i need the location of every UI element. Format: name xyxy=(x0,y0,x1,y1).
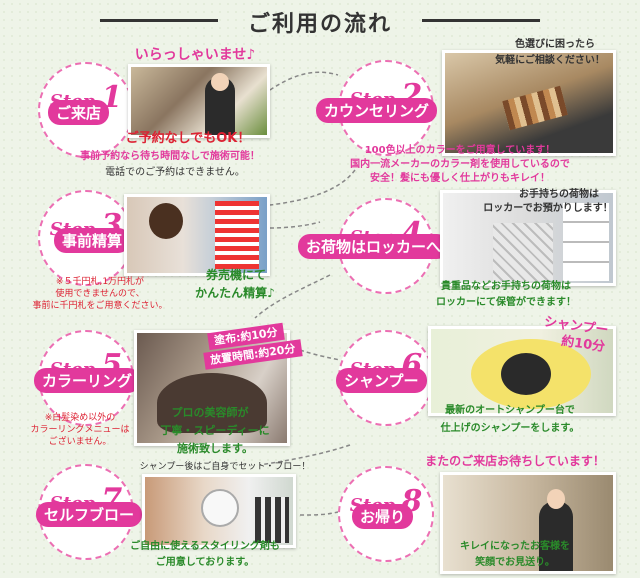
s3-note1: ※５千円札,1万円札が xyxy=(55,277,145,287)
s3-caption2: かんたん精算♪ xyxy=(195,286,275,300)
step6-name: シャンプー xyxy=(336,368,427,393)
step4-name: お荷物はロッカーへ xyxy=(298,234,450,259)
s2-line2: 国内一流メーカーのカラー剤を使用しているので xyxy=(350,159,570,170)
s4-line1: 貴重品などお手持ちの荷物は xyxy=(441,281,571,292)
colored-hair xyxy=(157,373,267,433)
s4-bubble1: お手持ちの荷物は xyxy=(519,189,599,200)
s7-photo xyxy=(142,474,296,548)
locker-grid xyxy=(563,203,609,281)
s2-bubble2: 気軽にご相談ください！ xyxy=(495,55,605,66)
s2-photo xyxy=(442,50,616,156)
s6-line1: 最新のオートシャンプー台で xyxy=(445,405,575,416)
s1-line3: 電話でのご予約はできません。 xyxy=(105,167,245,178)
page-title: ご利用の流れ xyxy=(247,12,392,37)
s7-line1: ご自由に使えるスタイリング剤も xyxy=(130,541,280,552)
s5-caption2: 丁寧・スピーディーに xyxy=(160,424,270,437)
s3-note3: 事前に千円札をご用意ください。 xyxy=(32,301,168,311)
s2-line1: 100色以上のカラーをご用意しています！ xyxy=(364,145,556,156)
s2-bubble1: 色選びに困ったら xyxy=(515,39,595,50)
s6-photo xyxy=(428,326,616,416)
title-line-left xyxy=(100,19,218,22)
s8-photo xyxy=(440,472,616,574)
s8-line1: キレイになったお客様を xyxy=(460,541,570,552)
ticket-machine xyxy=(215,201,259,269)
styling-bottles xyxy=(255,497,289,543)
s7-top: シャンプー後はご自身でセット・ブロー！ xyxy=(139,462,311,472)
s5-note1: ※白髪染め以外の xyxy=(44,413,116,423)
s5-note2: カラーリングメニューは xyxy=(30,425,130,435)
s6-line2: 仕上げのシャンプーをします。 xyxy=(440,423,580,434)
arrow-1-2 xyxy=(269,71,339,91)
s1-heading: いらっしゃいませ♪ xyxy=(134,47,256,63)
step2-name: カウンセリング xyxy=(316,98,438,123)
step8-name: お帰り xyxy=(352,504,414,529)
step7-name: セルフブロー xyxy=(36,502,143,527)
step5-name: カラーリング xyxy=(34,368,141,393)
arrow-3-4 xyxy=(269,221,321,229)
s4-photo xyxy=(440,190,616,286)
step1-name: ご来店 xyxy=(48,100,110,125)
s3-note2: 使用できませんので、 xyxy=(55,289,145,299)
s7-line2: ご用意しております。 xyxy=(155,557,255,568)
s5-photo xyxy=(134,330,290,446)
locker-door xyxy=(493,223,553,281)
title-line-right xyxy=(422,19,540,22)
s8-heading: またのご来店お待ちしています！ xyxy=(425,454,605,468)
s4-line2: ロッカーにて保管ができます！ xyxy=(436,297,576,308)
s4-bubble2: ロッカーでお預かりします！ xyxy=(483,203,613,214)
s3-photo xyxy=(124,194,270,276)
arrow-7-8 xyxy=(299,511,339,516)
customer-head xyxy=(149,203,183,239)
s2-line3: 安全！髪にも優しく仕上がりもキレイ！ xyxy=(370,173,550,184)
s8-line2: 笑顔でお見送り。 xyxy=(475,557,555,568)
arrow-5-6 xyxy=(299,349,341,361)
s5-caption1: プロの美容師が xyxy=(171,406,249,419)
staff-figure xyxy=(539,501,573,571)
s1-line2: 事前予約なら待ち時間なしで施術可能！ xyxy=(80,151,260,162)
s5-caption3: 施術致します。 xyxy=(177,442,253,455)
s1-photo xyxy=(128,64,270,138)
color-chart xyxy=(502,85,568,131)
client-head xyxy=(501,353,551,395)
s1-line1: ご予約なしでもOK！ xyxy=(125,131,251,146)
staff-face xyxy=(211,73,229,91)
staff-face xyxy=(547,489,565,509)
s3-caption1: 券売機にて xyxy=(205,268,266,282)
step3-name: 事前精算 xyxy=(54,228,131,253)
hair-dryer xyxy=(201,489,239,527)
s5-note3: ございません。 xyxy=(48,437,112,447)
